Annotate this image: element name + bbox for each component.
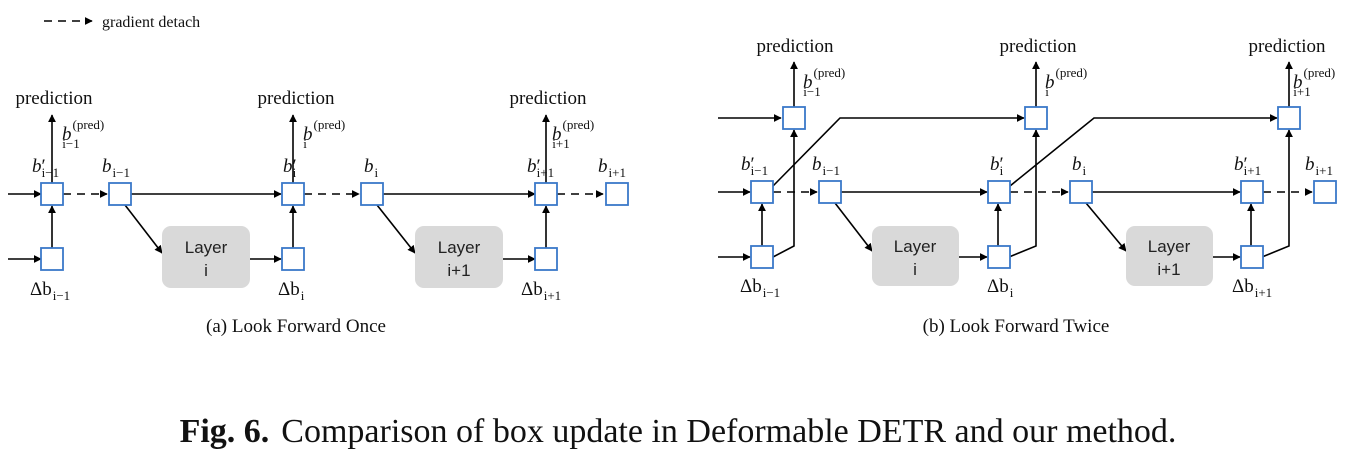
layer-label: Layer (894, 237, 937, 256)
layer-index: i (913, 260, 917, 279)
delta-b-label: Δbi−1 (740, 276, 780, 300)
figure-caption: Fig. 6.Comparison of box update in Defor… (180, 413, 1177, 450)
layer-index: i+1 (1157, 260, 1180, 279)
prediction-label: prediction (756, 36, 834, 57)
b-label: bi−1 (102, 156, 130, 180)
box-b-prime-ip1 (1240, 180, 1264, 204)
box-b-prime-im1 (750, 180, 774, 204)
delta-b-label: Δbi+1 (1232, 276, 1272, 300)
b-pred-label: b(pred)i+1 (552, 117, 594, 151)
prediction-label: prediction (509, 88, 587, 109)
panel-a-layers: Layer i Layer i+1 (162, 226, 503, 288)
delta-b-label: Δbi (278, 279, 305, 303)
box-b-i (360, 182, 384, 206)
b-pred-label: b(pred)i (1045, 65, 1087, 99)
box-pred-ip1 (1277, 106, 1301, 130)
panel-b-layers: Layer i Layer i+1 (872, 226, 1213, 286)
layer-box-i1 (415, 226, 503, 288)
box-b-im1 (818, 180, 842, 204)
b-label: bi+1 (1305, 154, 1333, 178)
panel-look-forward-twice (718, 61, 1313, 261)
prediction-label: prediction (1248, 36, 1326, 57)
box-delta-b-i (987, 245, 1011, 269)
box-b-ip1 (1313, 180, 1337, 204)
panel-b-labels: prediction prediction prediction b(pred)… (740, 36, 1335, 337)
b-prime-label: b′i+1 (1234, 154, 1261, 178)
b-prime-label: b′i+1 (527, 156, 554, 180)
b-label: bi (364, 156, 379, 180)
b-prime-label: b′i−1 (32, 156, 59, 180)
b-prime-label: b′i (990, 154, 1004, 178)
b-label: bi−1 (812, 154, 840, 178)
caption-a: (a) Look Forward Once (206, 316, 386, 337)
b-pred-label: b(pred)i (303, 117, 345, 151)
box-b-prime-ip1 (534, 182, 558, 206)
layer-box-i (872, 226, 959, 286)
b-prime-label: b′i (283, 156, 297, 180)
box-delta-b-ip1 (534, 247, 558, 271)
box-b-ip1 (605, 182, 629, 206)
box-delta-b-im1 (750, 245, 774, 269)
caption-b: (b) Look Forward Twice (923, 316, 1110, 337)
box-b-im1 (108, 182, 132, 206)
layer-label: Layer (1148, 237, 1191, 256)
box-delta-b-im1 (40, 247, 64, 271)
box-pred-i (1024, 106, 1048, 130)
box-delta-b-ip1 (1240, 245, 1264, 269)
layer-label: Layer (438, 238, 481, 257)
panel-a-boxes (40, 182, 629, 271)
b-pred-label: b(pred)i−1 (62, 117, 104, 151)
panel-a-labels: prediction prediction prediction b(pred)… (15, 88, 625, 337)
prediction-label: prediction (257, 88, 335, 109)
prediction-label: prediction (999, 36, 1077, 57)
layer-box-i (162, 226, 250, 288)
b-pred-label: b(pred)i−1 (803, 65, 845, 99)
prediction-label: prediction (15, 88, 93, 109)
delta-b-label: Δbi−1 (30, 279, 70, 303)
box-b-i (1069, 180, 1093, 204)
panel-b-boxes (750, 106, 1337, 269)
box-b-prime-i (281, 182, 305, 206)
panel-look-forward-once (8, 114, 604, 263)
b-label: bi+1 (598, 156, 626, 180)
b-label: bi (1072, 154, 1087, 178)
layer-label: Layer (185, 238, 228, 257)
box-b-prime-im1 (40, 182, 64, 206)
delta-b-label: Δbi (987, 276, 1014, 300)
b-prime-label: b′i−1 (741, 154, 768, 178)
layer-index: i+1 (447, 261, 470, 280)
box-b-prime-i (987, 180, 1011, 204)
legend-label: gradient detach (102, 14, 200, 31)
b-pred-label: b(pred)i+1 (1293, 65, 1335, 99)
layer-index: i (204, 261, 208, 280)
box-delta-b-i (281, 247, 305, 271)
box-pred-im1 (782, 106, 806, 130)
legend: gradient detach (44, 14, 200, 31)
delta-b-label: Δbi+1 (521, 279, 561, 303)
layer-box-i1 (1126, 226, 1213, 286)
